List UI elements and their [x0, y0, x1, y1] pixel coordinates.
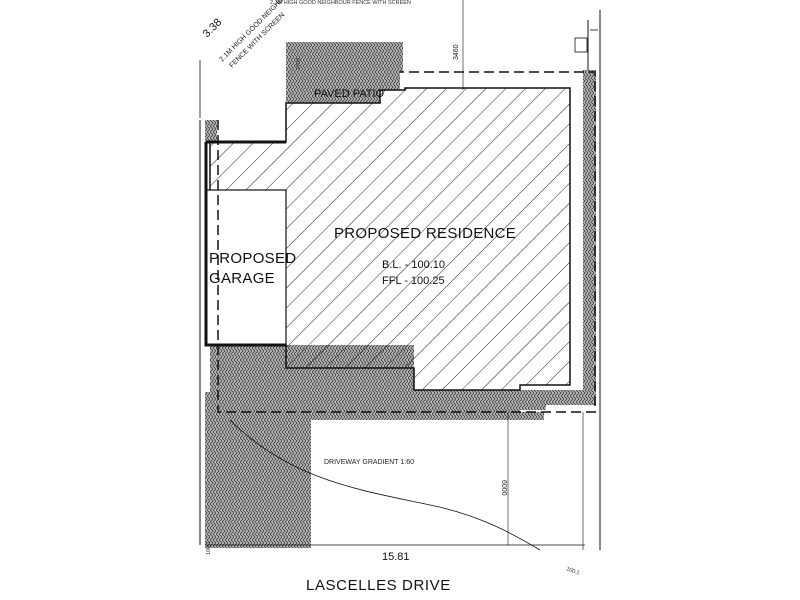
front-setback-dimension: 6000	[500, 480, 507, 496]
fence-note-line1: 2.1M HIGH GOOD NEIGHBOUR	[218, 0, 296, 63]
garage-wall-outline	[204, 142, 286, 347]
building-line-level: B.L. - 100.10	[382, 259, 445, 271]
paved-garage-edge	[205, 120, 217, 142]
residence-label: PROPOSED RESIDENCE	[334, 225, 516, 242]
garage-label-line2: GARAGE	[209, 270, 275, 287]
patio-dimension: 2700	[296, 58, 302, 70]
side-detail-box	[574, 37, 588, 53]
street-name: LASCELLES DRIVE	[306, 577, 451, 594]
paved-patio-area	[286, 42, 403, 103]
finished-floor-level: FFL - 100.25	[382, 275, 445, 287]
driveway-curve	[229, 419, 541, 551]
patio-label: PAVED PATIO	[314, 88, 385, 100]
side-offset-dimension: 3460	[453, 44, 460, 60]
driveway-label: DRIVEWAY GRADIENT 1:60	[324, 459, 414, 466]
paved-side-strip	[520, 70, 596, 410]
paved-driveway	[205, 392, 311, 548]
level-right: 100.1	[565, 566, 580, 576]
garage-label-line1: PROPOSED	[209, 250, 296, 267]
fence-note-top: 2.1M HIGH GOOD NEIGHBOUR FENCE WITH SCRE…	[270, 0, 411, 6]
boundary-lines	[199, 0, 601, 550]
setback-dashed-line	[217, 71, 596, 413]
frontage-dimension: 15.81	[382, 551, 410, 563]
level-left: 100.1	[206, 541, 212, 555]
top-boundary-dimension: 3.38	[201, 16, 225, 40]
paved-areas	[205, 42, 596, 548]
